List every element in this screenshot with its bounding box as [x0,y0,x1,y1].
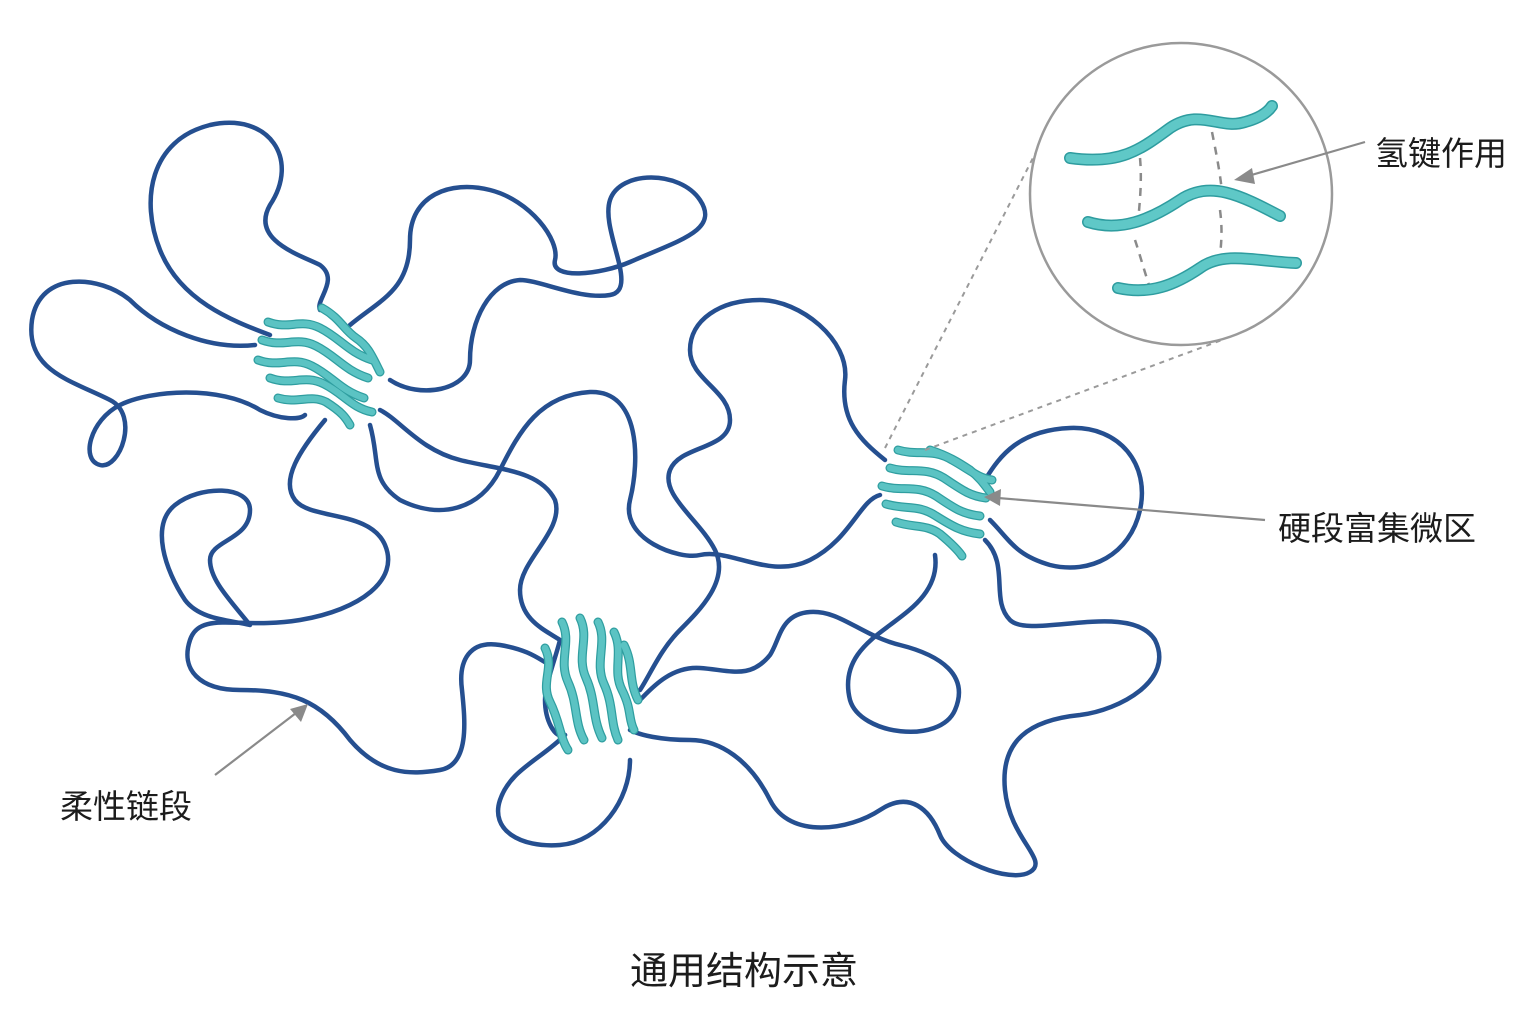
hard-segment [886,464,990,502]
hard-segment [594,618,622,744]
hard-segment-cluster-b [540,613,643,755]
hydrogen-bond-line [1210,131,1224,193]
hard-segment [318,304,384,376]
soft-chain-loop [982,425,1145,570]
zoom-inset [884,41,1334,451]
zoom-guide-line [924,339,1223,451]
hard-segment [878,482,984,520]
soft-segment-label: 柔性链段 [60,787,192,826]
hard-segment [926,446,994,496]
hydrogen-bond-label: 氢键作用 [1375,134,1507,173]
hard-segment [610,628,638,734]
hard-segment [254,356,368,402]
hard-segment-cluster-a [253,303,385,430]
soft-chain-loop [29,279,308,468]
arrowhead [984,489,1001,506]
hard-segment [541,644,572,754]
soft-chain-loop [148,120,331,338]
hard-segment-domain-label: 硬段富集微区 [1278,509,1476,548]
soft-chain-loop [367,389,883,569]
soft-chain-loop [637,552,962,734]
zoom-guide-line [884,104,1061,449]
hard-segment [258,336,372,382]
hard-segment-enlarged [1113,253,1301,295]
hard-segment [892,518,966,560]
hard-segment [266,374,376,416]
soft-chain-loop [185,417,553,775]
hydrogen-bond-line [1136,157,1143,223]
hard-segment [882,500,984,538]
hard-domain-arrow [997,496,1266,522]
hydrogen-bond-arrow [1247,140,1366,178]
soft-chain-loop [159,488,253,628]
arrowhead [1234,168,1255,184]
soft-chain-loop [495,732,633,848]
soft-chain-loop [347,175,708,393]
annotation-arrows [214,140,1366,776]
hydrogen-bond-line [1218,209,1223,256]
soft-chain-loop [377,407,563,643]
hard-segment-enlarged [1065,101,1277,165]
hard-segment [620,641,642,704]
arrowhead [290,704,308,722]
soft-chain-loop [637,297,888,693]
hard-segment-cluster-c [877,445,997,561]
soft-segment-arrow [214,712,297,776]
hard-segment-enlarged [1083,186,1285,231]
hard-segment [576,614,606,742]
hard-segment [274,394,354,429]
hard-segment [558,618,588,744]
hard-segment [264,318,376,364]
diagram-caption: 通用结构示意 [630,949,859,993]
soft-chain-loop [627,537,1162,878]
